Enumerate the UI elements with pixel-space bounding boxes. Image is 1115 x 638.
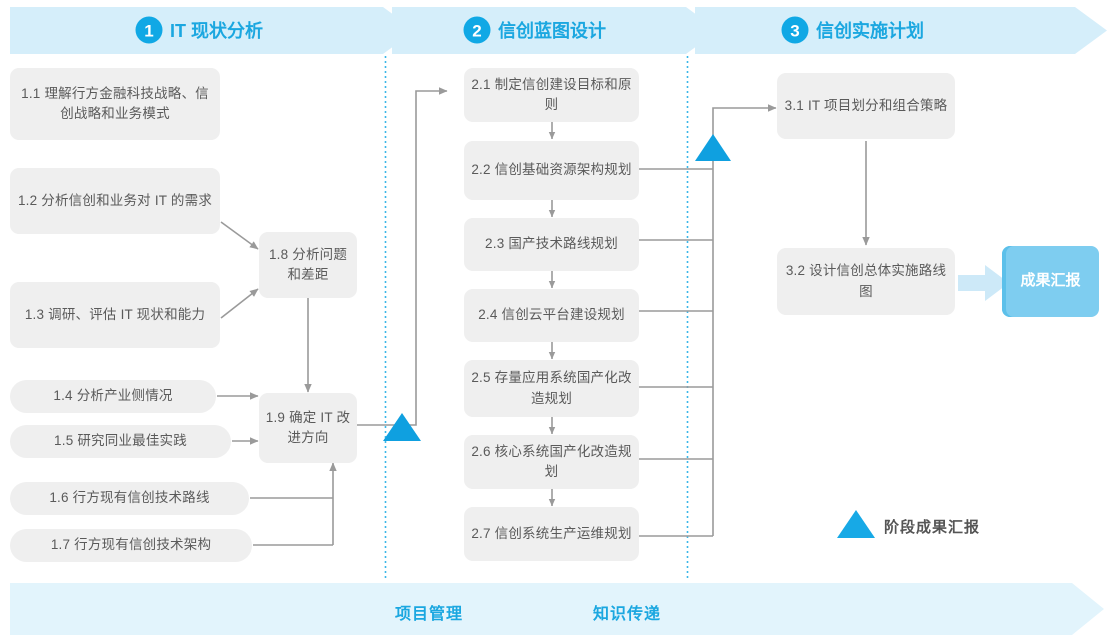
node-2-3-label: 2.3 国产技术路线规划	[485, 236, 618, 252]
node-3-2-label: 3.2 设计信创总体实施路线图	[785, 263, 947, 299]
milestone-triangle-stage1	[383, 413, 421, 441]
node-2-7[interactable]: 2.7 信创系统生产运维规划	[464, 507, 639, 561]
node-2-5-label: 2.5 存量应用系统国产化改造规划	[471, 370, 632, 406]
node-1-3[interactable]: 1.3 调研、评估 IT 现状和能力	[10, 282, 220, 348]
node-1-2-label: 1.2 分析信创和业务对 IT 的需求	[17, 192, 213, 208]
result-report-badge-label: 成果汇报	[1020, 272, 1081, 290]
stage-number-badge-1: 1	[135, 16, 163, 44]
node-1-9-label: 1.9 确定 IT 改进方向	[265, 409, 351, 445]
node-3-1-label: 3.1 IT 项目划分和组合策略	[784, 97, 948, 113]
node-2-3[interactable]: 2.3 国产技术路线规划	[464, 218, 639, 271]
footer-item-knowledge-transfer: 知识传递	[593, 606, 662, 623]
node-2-7-label: 2.7 信创系统生产运维规划	[471, 525, 632, 541]
node-2-6-label: 2.6 核心系统国产化改造规划	[471, 443, 632, 479]
node-1-9[interactable]: 1.9 确定 IT 改进方向	[259, 393, 357, 463]
node-2-4[interactable]: 2.4 信创云平台建设规划	[464, 289, 639, 342]
footer-band	[10, 583, 1104, 635]
node-2-1-label: 2.1 制定信创建设目标和原则	[471, 76, 632, 112]
result-report-badge[interactable]: 成果汇报	[1002, 246, 1099, 317]
node-2-4-label: 2.4 信创云平台建设规划	[478, 307, 625, 323]
node-2-2-label: 2.2 信创基础资源架构规划	[471, 162, 632, 178]
node-2-2[interactable]: 2.2 信创基础资源架构规划	[464, 141, 639, 200]
node-1-8-label: 1.8 分析问题和差距	[268, 246, 348, 282]
node-3-2[interactable]: 3.2 设计信创总体实施路线图	[777, 248, 955, 315]
milestone-triangle-stage2	[695, 134, 731, 161]
stage-title-2: 信创蓝图设计	[498, 20, 606, 41]
node-1-1-label: 1.1 理解行方金融科技战略、信创战略和业务模式	[21, 85, 209, 121]
node-2-1[interactable]: 2.1 制定信创建设目标和原则	[464, 68, 639, 122]
svg-text:1: 1	[144, 22, 153, 41]
node-1-7-label: 1.7 行方现有信创技术架构	[50, 537, 212, 553]
node-1-3-label: 1.3 调研、评估 IT 现状和能力	[24, 306, 206, 322]
node-1-4-label: 1.4 分析产业侧情况	[53, 388, 173, 404]
svg-text:2: 2	[472, 22, 481, 41]
node-1-8[interactable]: 1.8 分析问题和差距	[259, 232, 357, 298]
svg-text:3: 3	[790, 22, 799, 41]
node-1-2[interactable]: 1.2 分析信创和业务对 IT 的需求	[10, 168, 220, 234]
stage-number-badge-2: 2	[463, 16, 491, 44]
node-1-7[interactable]: 1.7 行方现有信创技术架构	[10, 529, 252, 562]
stage-title-1: IT 现状分析	[170, 20, 263, 41]
node-1-1[interactable]: 1.1 理解行方金融科技战略、信创战略和业务模式	[10, 68, 220, 140]
node-2-6[interactable]: 2.6 核心系统国产化改造规划	[464, 435, 639, 489]
legend-triangle-icon	[837, 510, 875, 538]
node-1-5[interactable]: 1.5 研究同业最佳实践	[10, 425, 231, 458]
node-1-6[interactable]: 1.6 行方现有信创技术路线	[10, 482, 249, 515]
node-1-5-label: 1.5 研究同业最佳实践	[54, 433, 187, 449]
stage-title-3: 信创实施计划	[816, 20, 924, 41]
connectors-stage-1	[217, 87, 448, 546]
connectors-stage-2-bus	[639, 104, 777, 537]
result-arrow	[958, 265, 1009, 301]
legend-milestone-label: 阶段成果汇报	[884, 519, 981, 536]
stage-number-badge-3: 3	[781, 16, 809, 44]
footer-item-project-management: 项目管理	[395, 606, 464, 623]
node-2-5[interactable]: 2.5 存量应用系统国产化改造规划	[464, 360, 639, 417]
node-1-4[interactable]: 1.4 分析产业侧情况	[10, 380, 216, 413]
node-1-6-label: 1.6 行方现有信创技术路线	[49, 490, 210, 506]
node-3-1[interactable]: 3.1 IT 项目划分和组合策略	[777, 73, 955, 139]
